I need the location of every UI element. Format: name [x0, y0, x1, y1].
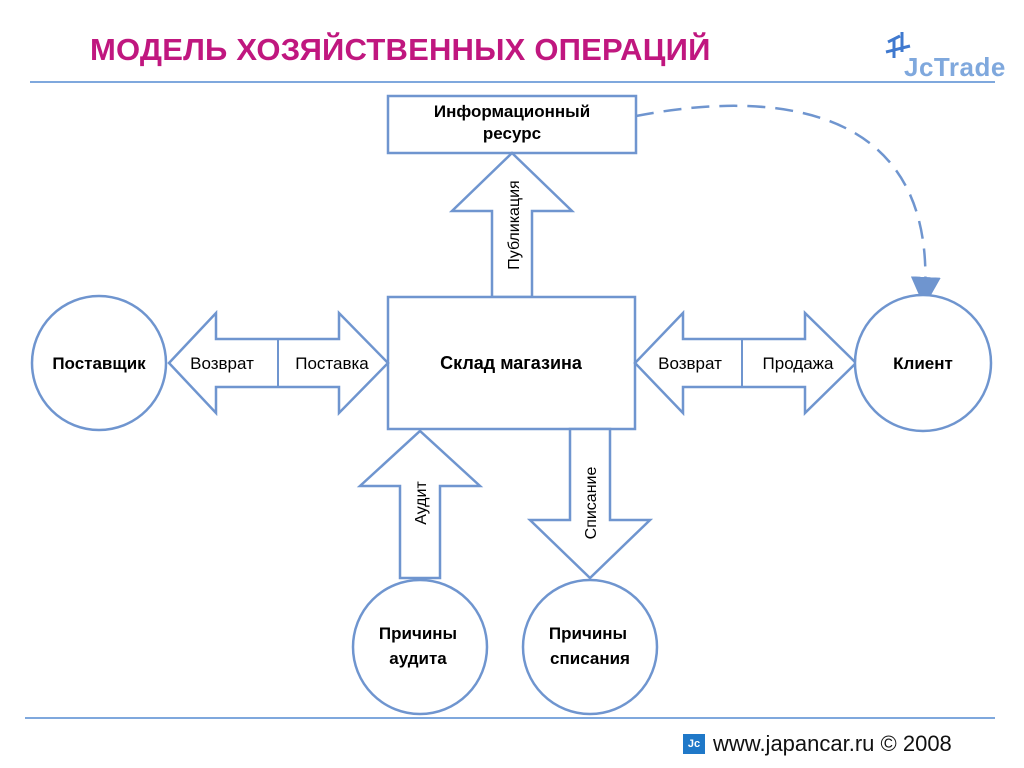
footer-text: www.japancar.ru © 2008	[713, 731, 952, 756]
audit-arrow	[356, 429, 484, 580]
supplier-return-label: Возврат	[190, 354, 254, 373]
publication-arrow	[448, 151, 576, 299]
publication-dashed-connector	[635, 104, 941, 307]
client-return-label: Возврат	[658, 354, 722, 373]
jc-footer-icon: Jc	[683, 734, 705, 754]
delivery-label: Поставка	[295, 354, 369, 373]
writeoff-arrow	[526, 427, 654, 580]
supplier-circle	[30, 294, 168, 432]
writeoff-reasons-circle	[521, 578, 659, 716]
warehouse-box	[386, 295, 637, 431]
logo-text: JcTrade	[904, 52, 1006, 82]
client-label: Клиент	[893, 354, 953, 373]
info-resource-line2: ресурс	[483, 124, 541, 143]
sale-label: Продажа	[763, 354, 835, 373]
page-title: МОДЕЛЬ ХОЗЯЙСТВЕННЫХ ОПЕРАЦИЙ	[90, 32, 711, 67]
info-resource-line1: Информационный	[434, 102, 590, 121]
jctrade-logo-icon	[885, 32, 911, 58]
audit-reasons-line2: аудита	[389, 649, 447, 668]
audit-reasons-line1: Причины	[379, 624, 457, 643]
writeoff-reasons-line1: Причины	[549, 624, 627, 643]
footer: Jc www.japancar.ru © 2008	[683, 731, 952, 756]
audit-reasons-circle	[351, 578, 489, 716]
client-circle	[853, 293, 993, 433]
supplier-label: Поставщик	[52, 354, 146, 373]
audit-label: Аудит	[413, 481, 430, 525]
publication-label: Публикация	[506, 180, 523, 269]
writeoff-reasons-line2: списания	[550, 649, 630, 668]
writeoff-label: Списание	[583, 467, 600, 540]
warehouse-label: Склад магазина	[440, 353, 583, 373]
